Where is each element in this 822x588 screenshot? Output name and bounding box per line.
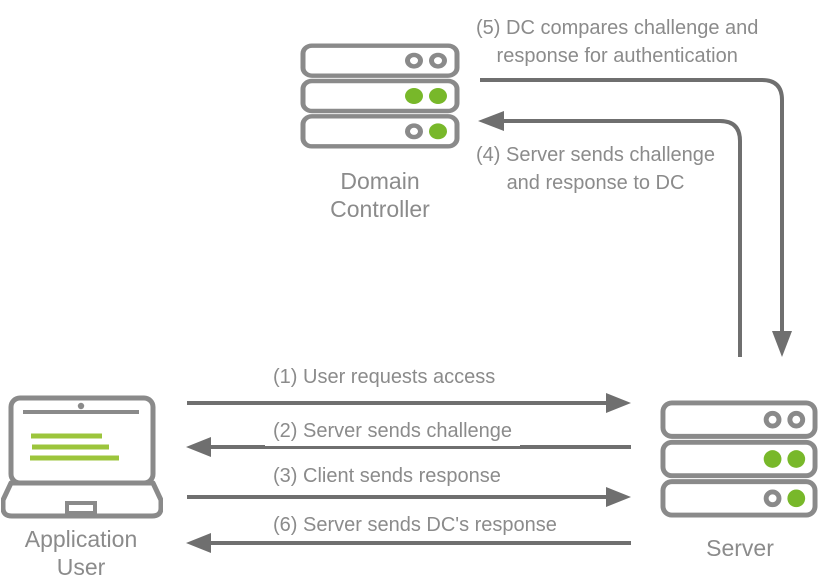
arrow-client-sends-response [187, 487, 631, 507]
arrow-server-sends-challenge [186, 437, 631, 457]
server-stack-icon [660, 400, 818, 518]
message-label-2: (2) Server sends challenge [265, 416, 521, 446]
application-user-label: Application User [24, 526, 138, 580]
message-label-3: (3) Client sends response [265, 461, 509, 491]
message-label-6: (6) Server sends DC's response [265, 510, 565, 540]
message-label-5: (5) DC compares challenge and response f… [468, 13, 767, 71]
arrow-dc-to-server [480, 78, 792, 357]
arrow-server-sends-dc-response [186, 533, 631, 553]
laptop-icon [1, 395, 163, 519]
message-label-4: (4) Server sends challenge and response … [468, 140, 724, 198]
domain-controller-server-stack-icon [300, 43, 460, 149]
arrow-user-requests-access [187, 393, 631, 413]
server-label: Server [706, 535, 774, 561]
domain-controller-label: Domain Controller [330, 168, 430, 222]
message-label-1: (1) User requests access [265, 362, 504, 392]
arrow-server-to-dc [478, 111, 742, 357]
